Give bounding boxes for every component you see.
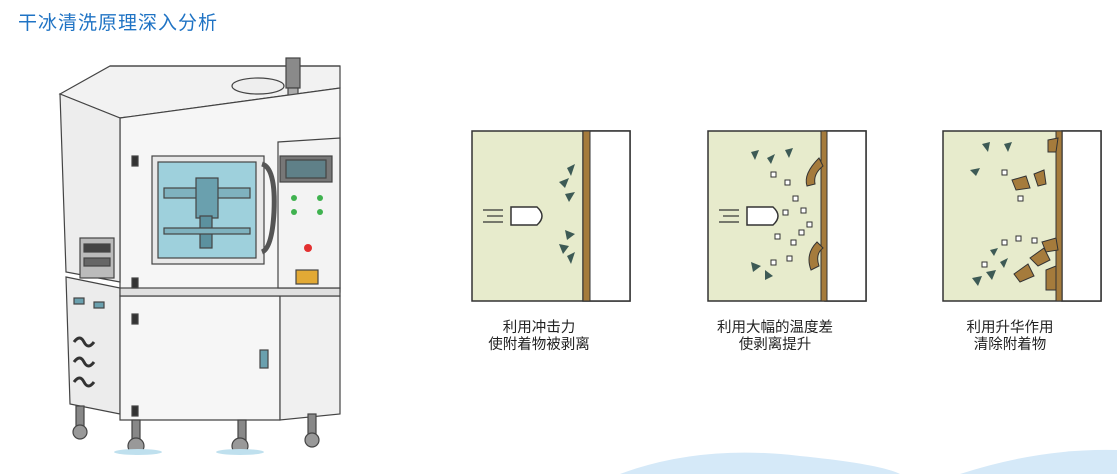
caption-impact: 利用冲击力 使附着物被剥离	[459, 320, 619, 354]
panel-sublimation	[942, 130, 1102, 302]
footer-wave-decoration	[620, 449, 1117, 474]
caption-sublimation-line1: 利用升华作用	[966, 320, 1054, 336]
page-title: 干冰清洗原理深入分析	[18, 12, 219, 34]
caption-temperature-line2: 使剥离提升	[738, 337, 812, 353]
caption-temperature-line1: 利用大幅的温度差	[717, 320, 833, 336]
panel-temperature	[707, 130, 867, 302]
caption-impact-line1: 利用冲击力	[502, 320, 576, 336]
caption-sublimation: 利用升华作用 清除附着物	[930, 320, 1090, 354]
caption-temperature: 利用大幅的温度差 使剥离提升	[695, 320, 855, 354]
caption-sublimation-line2: 清除附着物	[973, 337, 1047, 353]
caption-impact-line2: 使附着物被剥离	[488, 337, 590, 353]
panel-impact	[471, 130, 631, 302]
dry-ice-cleaning-machine-illustration	[58, 57, 341, 455]
